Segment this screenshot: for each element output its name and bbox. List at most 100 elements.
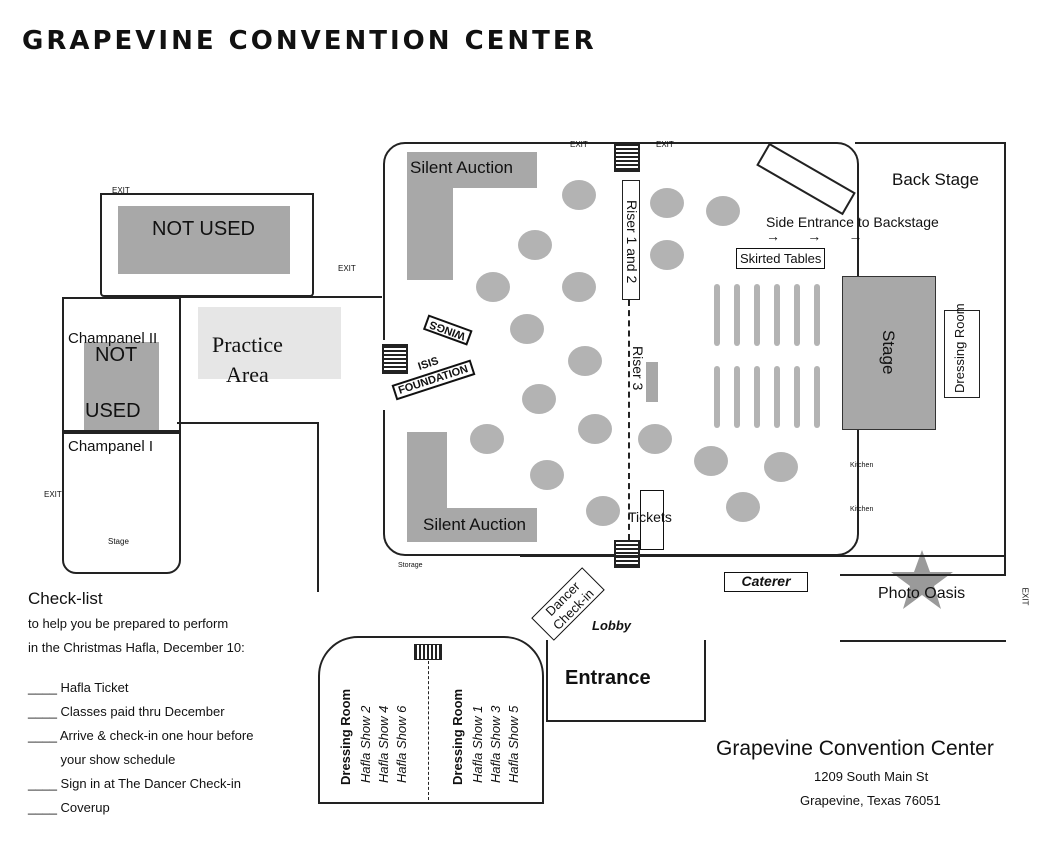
round-table: [530, 460, 564, 490]
exit-sign-north-2: EXIT: [656, 140, 674, 149]
checklist-item: ____ Sign in at The Dancer Check-in: [28, 776, 241, 791]
corridor-top-wall: [177, 296, 382, 298]
chair-row: [774, 366, 780, 428]
chair-row: [714, 366, 720, 428]
lobby-label: Lobby: [592, 618, 631, 633]
room-champanel-i: [62, 430, 181, 574]
champanel-ii-label: Champanel II: [68, 330, 158, 347]
chair-row: [814, 366, 820, 428]
dressing-rooms-block: [318, 636, 544, 804]
main-hall: [383, 142, 859, 556]
dressing-room-1-show: Hafla Show 6: [394, 705, 409, 783]
address-city: Grapevine, Texas 76051: [800, 793, 941, 808]
chair-row: [734, 284, 740, 346]
checklist-intro-2: in the Christmas Hafla, December 10:: [28, 640, 245, 655]
dressing-room-2-show: Hafla Show 1: [470, 705, 485, 783]
corridor-bottom-wall: [177, 422, 317, 424]
checklist-item: ____ Arrive & check-in one hour before: [28, 728, 254, 743]
round-table: [650, 188, 684, 218]
chair-row: [794, 284, 800, 346]
address-name: Grapevine Convention Center: [716, 737, 994, 760]
round-table: [706, 196, 740, 226]
dressing-stairs: [414, 644, 442, 660]
skirted-tables: Skirted Tables: [736, 248, 826, 269]
silent-auction-bottom-fill-h: [407, 508, 537, 542]
back-stage-label: Back Stage: [892, 170, 979, 189]
exit-sign-east: EXIT: [1020, 587, 1030, 606]
dressing-room-1-show: Hafla Show 2: [358, 705, 373, 783]
photo-oasis-label: Photo Oasis: [878, 585, 966, 602]
round-table: [694, 446, 728, 476]
round-table: [586, 496, 620, 526]
chair-row: [814, 284, 820, 346]
round-table: [650, 240, 684, 270]
west-stairs: [382, 344, 408, 374]
dressing-room-right: [944, 310, 980, 398]
round-table: [578, 414, 612, 444]
checklist-item: ____ Hafla Ticket: [28, 680, 129, 695]
riser-3-label: Riser 3: [630, 346, 646, 391]
practice-area: [198, 307, 341, 379]
entrance-label: Entrance: [565, 667, 651, 689]
dressing-room-right-label: Dressing Room: [952, 303, 967, 393]
chair-row: [754, 284, 760, 346]
kitchen-label-2: Kitchen: [850, 506, 874, 513]
checklist-item: ____ Coverup: [28, 800, 110, 815]
tickets-label: Tickets: [628, 509, 672, 525]
round-table: [568, 346, 602, 376]
caterer-booth: Caterer: [724, 572, 808, 592]
exit-sign-top-left: EXIT: [112, 186, 130, 195]
tickets-table: [640, 490, 664, 550]
riser-1-2-label: Riser 1 and 2: [624, 200, 640, 284]
not-used-top-fill: [118, 206, 290, 274]
room-champanel-ii: [62, 297, 181, 434]
dressing-rooms-divider: [428, 656, 429, 800]
entrance-bottom-wall: [546, 720, 706, 722]
silent-auction-top-fill-v: [407, 152, 453, 280]
round-table: [522, 384, 556, 414]
address-street: 1209 South Main St: [814, 769, 929, 784]
silent-auction-top-label: Silent Auction: [410, 158, 514, 177]
backstage-top-wall: [855, 142, 1005, 144]
practice-area-line1: Practice: [212, 332, 283, 357]
riser-1-2: [622, 180, 640, 300]
kitchen-label-1: Kitchen: [850, 462, 874, 469]
south-stairs: [614, 540, 640, 568]
not-used-left-line2: USED: [85, 400, 141, 422]
dressing-room-2-show: Hafla Show 3: [488, 705, 503, 783]
dressing-room-1-show: Hafla Show 4: [376, 705, 391, 783]
not-used-top-label: NOT USED: [152, 218, 255, 240]
corridor-side-wall: [317, 422, 319, 592]
round-table: [562, 180, 596, 210]
chair-row: [774, 284, 780, 346]
champanel-not-used-fill: [84, 342, 159, 430]
checklist-item: your show schedule: [28, 752, 176, 767]
checklist-title: Check-list: [28, 589, 103, 608]
champanel-i-label: Champanel I: [68, 438, 154, 455]
photo-oasis-star-icon: [891, 550, 953, 609]
stage-small-label: Stage: [108, 537, 129, 546]
round-table: [764, 452, 798, 482]
silent-auction-bottom-label: Silent Auction: [423, 515, 527, 534]
lobby-east-wall: [840, 574, 1006, 576]
practice-area-line2: Area: [226, 362, 269, 387]
chair-row: [754, 366, 760, 428]
chair-row: [794, 366, 800, 428]
entrance-east-wall: [704, 640, 706, 720]
riser-3-line: [628, 300, 630, 540]
chair-row: [734, 366, 740, 428]
round-table: [510, 314, 544, 344]
side-entrance-arrows: → → →: [766, 228, 863, 244]
round-table: [562, 272, 596, 302]
not-used-left-line1: NOT: [95, 344, 138, 366]
dressing-room-1-title: Dressing Room: [338, 688, 353, 785]
stage: [842, 276, 936, 430]
dressing-room-2-title: Dressing Room: [450, 688, 465, 785]
lobby-east-bottom-wall: [840, 640, 1006, 642]
chair-row: [714, 284, 720, 346]
stage-label: Stage: [879, 330, 898, 375]
exit-sign-corridor: EXIT: [338, 264, 356, 273]
round-table: [518, 230, 552, 260]
hall-west-door-gap: [380, 340, 386, 410]
round-table: [638, 424, 672, 454]
